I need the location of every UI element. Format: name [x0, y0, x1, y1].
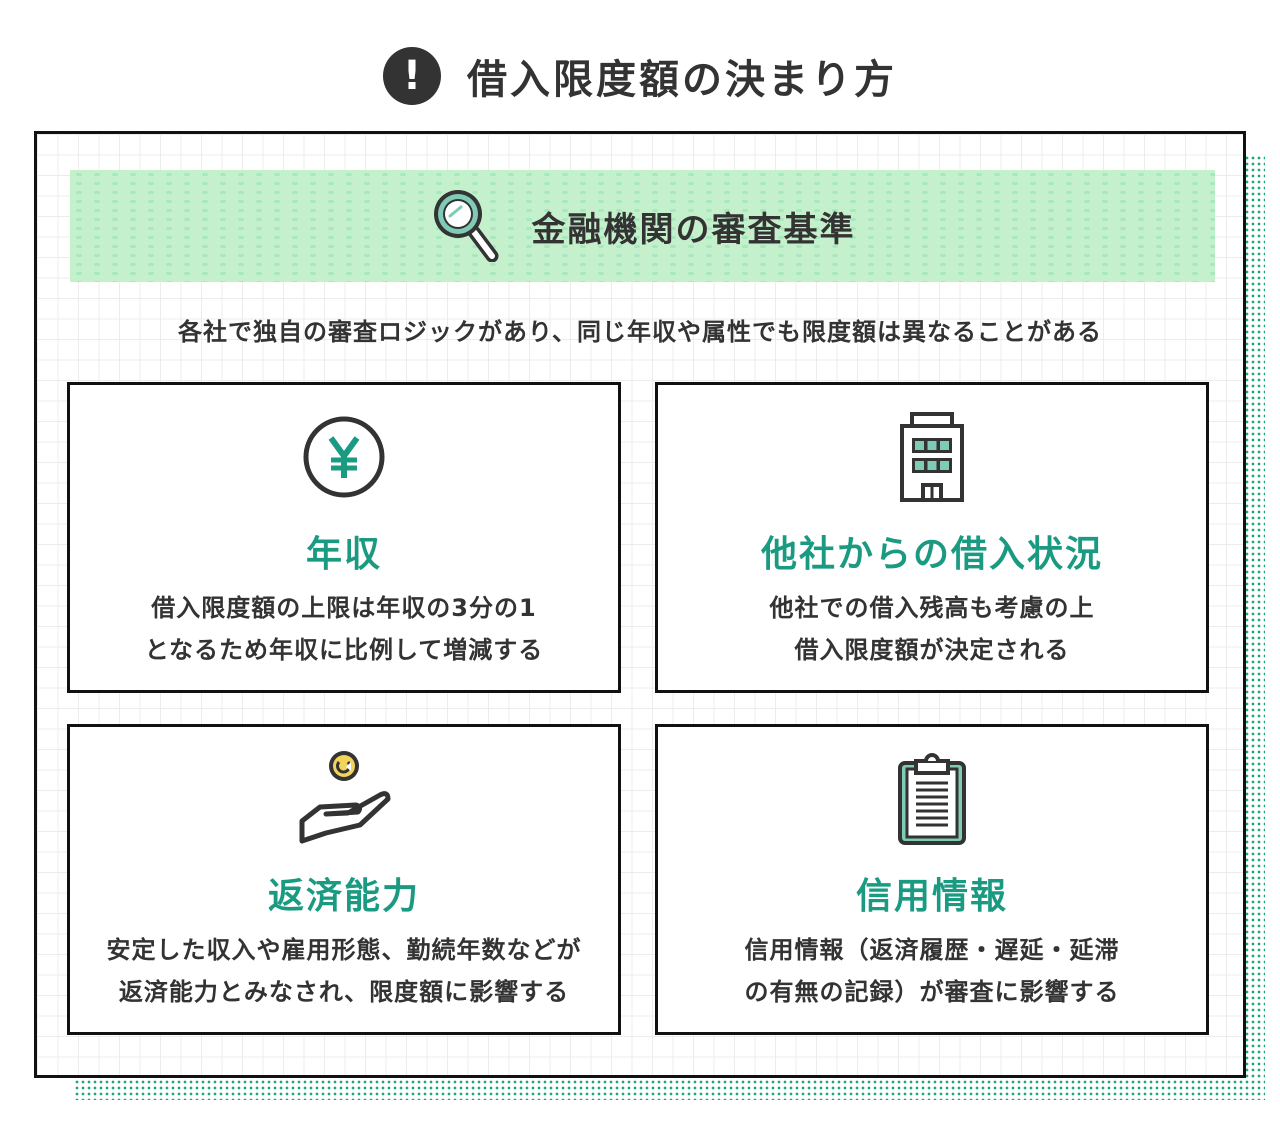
card-description: 他社での借入残高も考慮の上 借入限度額が決定される: [770, 587, 1095, 671]
content-frame: 金融機関の審査基準 各社で独自の審査ロジックがあり、同じ年収や属性でも限度額は異…: [34, 131, 1246, 1078]
exclamation-circle-icon: !: [383, 47, 441, 105]
card-line: 返済能力とみなされ、限度額に影響する: [118, 978, 570, 1006]
criteria-banner: 金融機関の審査基準: [70, 170, 1215, 282]
card-line: となるため年収に比例して増減する: [144, 636, 544, 664]
card-title: 信用情報: [855, 876, 1008, 917]
criteria-description: 各社で独自の審査ロジックがあり、同じ年収や属性でも限度額は異なることがある: [177, 318, 1103, 346]
clipboard-icon: [896, 749, 968, 849]
card-description: 信用情報（返済履歴・遅延・延滞 の有無の記録）が審査に影響する: [745, 929, 1120, 1013]
card-description: 借入限度額の上限は年収の3分の1 となるため年収に比例して増減する: [145, 587, 544, 671]
card-line: 信用情報（返済履歴・遅延・延滞: [744, 936, 1120, 964]
page-title: 借入限度額の決まり方: [467, 57, 897, 103]
card-line: の有無の記録）が審査に影響する: [744, 978, 1120, 1006]
building-icon: [899, 407, 965, 507]
card-line: 借入限度額の上限は年収の3分の1: [151, 594, 537, 622]
card-line: 借入限度額が決定される: [794, 636, 1070, 664]
card-annual-income: 年収 借入限度額の上限は年収の3分の1 となるため年収に比例して増減する: [67, 382, 621, 693]
card-title: 他社からの借入状況: [760, 534, 1103, 575]
card-credit-information: 信用情報 信用情報（返済履歴・遅延・延滞 の有無の記録）が審査に影響する: [655, 724, 1209, 1035]
card-title: 年収: [305, 534, 382, 575]
card-other-borrowings: 他社からの借入状況 他社での借入残高も考慮の上 借入限度額が決定される: [655, 382, 1209, 693]
card-title: 返済能力: [267, 876, 420, 917]
card-description: 安定した収入や雇用形態、勤続年数などが 返済能力とみなされ、限度額に影響する: [107, 929, 582, 1013]
yen-coin-icon: [301, 407, 387, 507]
banner-title: 金融機関の審査基準: [531, 209, 856, 250]
card-line: 他社での借入残高も考慮の上: [769, 594, 1095, 622]
hand-coin-icon: [296, 749, 392, 849]
card-line: 安定した収入や雇用形態、勤続年数などが: [106, 936, 582, 964]
page-heading: ! 借入限度額の決まり方: [0, 44, 1280, 108]
magnifier-icon: [430, 186, 500, 266]
card-repayment-ability: 返済能力 安定した収入や雇用形態、勤続年数などが 返済能力とみなされ、限度額に影…: [67, 724, 621, 1035]
